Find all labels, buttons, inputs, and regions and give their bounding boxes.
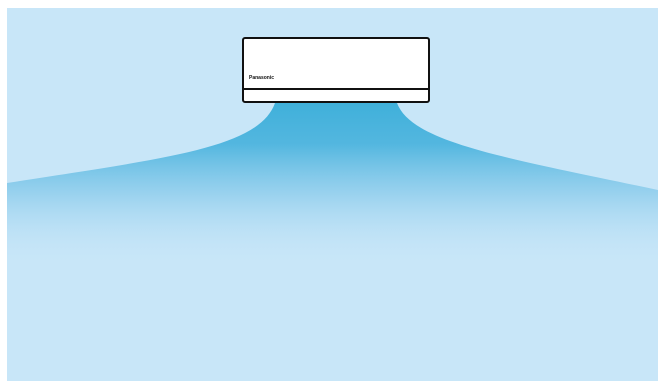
- air-conditioner-unit: Panasonic: [242, 37, 430, 103]
- illustration-scene: Panasonic: [7, 8, 658, 381]
- air-vent-line: [244, 88, 428, 90]
- airflow-plume: [7, 103, 658, 268]
- brand-logo: Panasonic: [249, 75, 274, 81]
